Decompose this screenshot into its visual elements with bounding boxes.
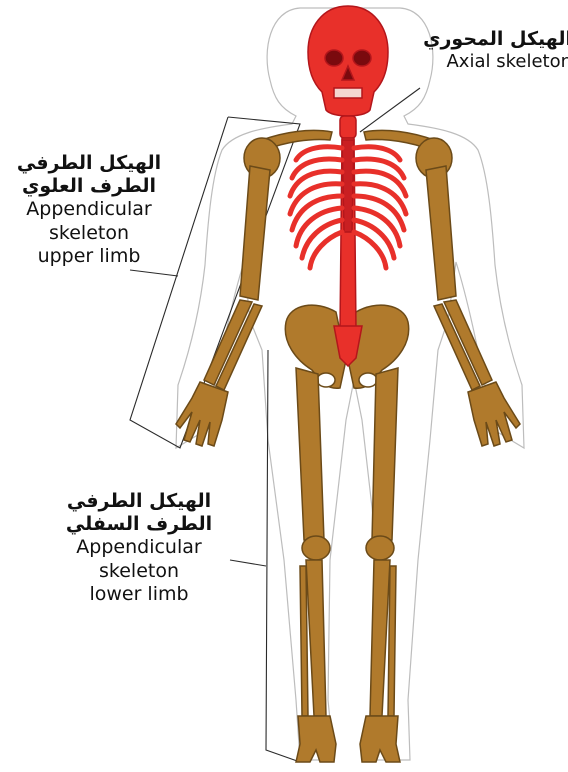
- right-eye-socket: [353, 50, 371, 66]
- left-foot: [296, 716, 336, 762]
- right-foot: [360, 716, 400, 762]
- upper-label-pointer: [130, 270, 178, 276]
- lower-label-arabic-1: الهيكل الطرفي: [50, 490, 228, 513]
- teeth: [334, 88, 362, 98]
- right-hand: [468, 382, 520, 446]
- upper-label-arabic-2: الطرف العلوي: [0, 175, 178, 198]
- axial-label-arabic: الهيكل المحوري: [404, 28, 568, 51]
- sternum: [342, 140, 354, 232]
- left-humerus: [240, 166, 270, 300]
- lower-limb-label: الهيكل الطرفي الطرف السفلي Appendicular …: [50, 490, 228, 606]
- lower-label-english-3: lower limb: [50, 583, 228, 606]
- upper-label-english-3: upper limb: [0, 245, 178, 268]
- right-patella: [366, 536, 394, 560]
- left-eye-socket: [325, 50, 343, 66]
- skull: [308, 6, 388, 116]
- left-patella: [302, 536, 330, 560]
- right-ribs: [354, 147, 406, 268]
- upper-label-english-2: skeleton: [0, 222, 178, 245]
- right-fibula: [388, 566, 396, 716]
- right-tibia: [370, 560, 390, 716]
- upper-label-english-1: Appendicular: [0, 198, 178, 221]
- lower-label-pointer: [230, 560, 266, 566]
- lower-limb-bones: [285, 305, 408, 762]
- left-femur: [296, 368, 324, 540]
- left-obturator: [317, 373, 335, 387]
- upper-limb-label: الهيكل الطرفي الطرف العلوي Appendicular …: [0, 152, 178, 268]
- lower-label-english-1: Appendicular: [50, 536, 228, 559]
- cervical-spine: [340, 116, 356, 138]
- axial-label-english: Axial skeleton: [404, 51, 568, 73]
- left-ribs: [290, 147, 342, 268]
- upper-label-arabic-1: الهيكل الطرفي: [0, 152, 178, 175]
- right-humerus: [426, 166, 456, 300]
- right-obturator: [359, 373, 377, 387]
- left-tibia: [306, 560, 326, 716]
- left-fibula: [300, 566, 308, 716]
- axial-skeleton-label: الهيكل المحوري Axial skeleton: [404, 28, 568, 73]
- lower-label-english-2: skeleton: [50, 560, 228, 583]
- right-femur: [372, 368, 398, 540]
- lower-label-arabic-2: الطرف السفلي: [50, 513, 228, 536]
